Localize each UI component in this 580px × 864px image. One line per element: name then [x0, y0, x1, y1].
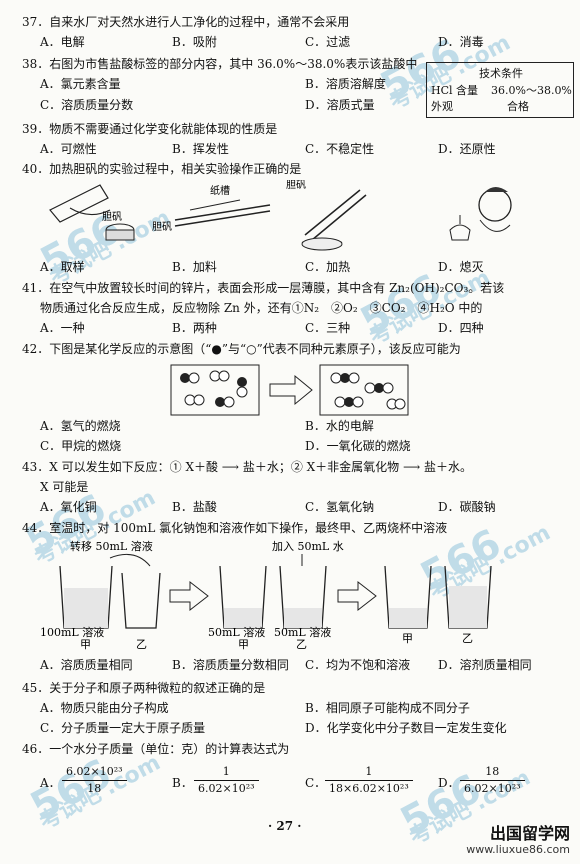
q40-option-c[interactable]: C．加热: [305, 260, 351, 274]
question-38-stem: 38．右图为市售盐酸标签的部分内容，其中 36.0%～38.0%表示该盐酸中: [22, 57, 418, 71]
q39-option-c[interactable]: C．不稳定性: [305, 142, 375, 156]
beaker5-yi: 乙: [462, 632, 473, 645]
add-water-label: 加入 50mL 水: [272, 540, 344, 553]
q40-apparatus-figures: 胆矾 纸槽 胆矾 胆矾: [49, 180, 512, 251]
beaker4-jia: 甲: [402, 632, 413, 645]
q44-option-a[interactable]: A．溶质质量相同: [40, 658, 133, 672]
beaker2-jia: 甲: [238, 638, 249, 650]
question-42-stem: 42．下图是某化学反应的示意图（“●”与“○”代表不同种元素原子），该反应可能为: [22, 342, 461, 356]
q44-option-c[interactable]: C．均为不饱和溶液: [305, 658, 411, 672]
q38-option-d[interactable]: D．溶质式量: [305, 98, 375, 112]
q39-option-b[interactable]: B．挥发性: [172, 142, 229, 156]
q44-beaker-diagram: 转移 50mL 溶液 加入 50mL 水 100mL 溶液 甲 乙 50mL 溶…: [40, 539, 492, 650]
question-45-stem: 45．关于分子和原子两种微粒的叙述正确的是: [22, 681, 266, 695]
q38-option-a[interactable]: A．氯元素含量: [40, 77, 121, 91]
spec-row1-label: HCl 含量: [431, 84, 479, 97]
figure-a-label: 胆矾: [102, 211, 122, 223]
beaker1-yi: 乙: [136, 638, 147, 650]
q42-reaction-diagram: [170, 364, 409, 416]
q39-option-a[interactable]: A．可燃性: [40, 142, 97, 156]
q43-option-c[interactable]: C．氢氧化钠: [305, 500, 375, 514]
page-number: · 27 ·: [268, 819, 302, 833]
figure-b-alum-label: 胆矾: [152, 221, 172, 233]
question-41-stem-line1: 41．在空气中放置较长时间的锌片，表面会形成一层薄膜，其中含有 Zn₂(OH)₂…: [22, 281, 505, 295]
q45-option-b[interactable]: B．相同原子可能构成不同分子: [305, 701, 470, 715]
q46-option-a[interactable]: A．: [40, 776, 61, 790]
q45-option-d[interactable]: D．化学变化中分子数目一定发生变化: [305, 721, 507, 735]
spec-row1-value: 36.0%～38.0%: [491, 84, 572, 97]
q40-option-b[interactable]: B．加料: [172, 260, 217, 274]
q42-option-c[interactable]: C．甲烷的燃烧: [40, 439, 122, 453]
q46-option-c[interactable]: C．: [305, 776, 327, 790]
question-46-stem: 46．一个水分子质量（单位：克）的计算表达式为: [22, 742, 290, 756]
q44-option-d[interactable]: D．溶剂质量相同: [438, 658, 532, 672]
q37-option-d[interactable]: D．消毒: [438, 35, 484, 49]
question-43-stem-line1: 43．X 可以发生如下反应：① X＋酸 ⟶ 盐＋水；② X＋非金属氧化物 ⟶ 盐…: [22, 460, 473, 474]
q42-option-b[interactable]: B．水的电解: [305, 419, 374, 433]
question-39-stem: 39．物质不需要通过化学变化就能体现的性质是: [22, 122, 278, 136]
figure-b-paper-label: 纸槽: [210, 184, 230, 197]
q42-option-a[interactable]: A．氢气的燃烧: [40, 419, 121, 433]
q43-option-d[interactable]: D．碳酸钠: [438, 500, 496, 514]
question-44-stem: 44．室温时，对 100mL 氯化钠饱和溶液作如下操作，最终甲、乙两烧杯中溶液: [22, 521, 448, 535]
q41-option-c[interactable]: C．三种: [305, 321, 351, 335]
q37-option-b[interactable]: B．吸附: [172, 35, 217, 49]
q42-option-d[interactable]: D．一氧化碳的燃烧: [305, 439, 411, 453]
q41-option-a[interactable]: A．一种: [40, 321, 85, 335]
figure-a-sampling: 胆矾: [49, 184, 135, 241]
figure-b-adding: 纸槽 胆矾: [152, 184, 271, 233]
beaker1-label: 100mL 溶液: [40, 625, 104, 639]
q40-option-d[interactable]: D．熄灭: [438, 260, 484, 274]
q44-option-b[interactable]: B．溶质质量分数相同: [172, 658, 289, 672]
figure-c-heating: 胆矾: [286, 180, 367, 251]
spec-row2-label: 外观: [431, 100, 453, 113]
q37-option-a[interactable]: A．电解: [40, 35, 85, 49]
q38-option-c[interactable]: C．溶质质量分数: [40, 98, 134, 112]
q45-option-c[interactable]: C．分子质量一定大于原子质量: [40, 721, 206, 735]
q39-option-d[interactable]: D．还原性: [438, 142, 496, 156]
q40-option-a[interactable]: A．取样: [40, 260, 85, 274]
figure-c-label: 胆矾: [286, 180, 306, 191]
q38-option-b[interactable]: B．溶质溶解度: [305, 77, 386, 91]
question-41-stem-line2: 物质通过化合反应生成，反应物除 Zn 外，还有①N₂ ②O₂ ③CO₂ ④H₂O…: [40, 301, 483, 315]
q41-option-d[interactable]: D．四种: [438, 321, 484, 335]
q37-option-c[interactable]: C．过滤: [305, 35, 351, 49]
site-name: 出国留学网: [489, 824, 570, 843]
q45-option-a[interactable]: A．物质只能由分子构成: [40, 701, 169, 715]
site-url: www.liuxue86.com: [466, 843, 570, 856]
hcl-label-box: 技术条件 HCl 含量 36.0%～38.0% 外观 合格: [426, 62, 574, 118]
q46-option-b[interactable]: B．: [172, 776, 193, 790]
question-37-stem: 37．自来水厂对天然水进行人工净化的过程中，通常不会采用: [22, 15, 350, 29]
transfer-label: 转移 50mL 溶液: [70, 539, 153, 553]
spec-title: 技术条件: [479, 67, 523, 80]
beaker3-label: 50mL 溶液: [274, 625, 331, 639]
spec-row2-value: 合格: [507, 100, 529, 113]
site-logo[interactable]: 出国留学网 www.liuxue86.com: [466, 826, 570, 858]
q46-option-d[interactable]: D．: [438, 776, 460, 790]
q41-option-b[interactable]: B．两种: [172, 321, 217, 335]
beaker2-label: 50mL 溶液: [208, 625, 265, 639]
beaker1-jia: 甲: [80, 638, 91, 650]
figure-d-extinguish: [449, 187, 512, 241]
q43-option-a[interactable]: A．氧化铜: [40, 500, 97, 514]
q43-option-b[interactable]: B．盐酸: [172, 500, 217, 514]
beaker3-yi: 乙: [296, 638, 307, 650]
question-40-stem: 40．加热胆矾的实验过程中，相关实验操作正确的是: [22, 162, 302, 176]
question-43-stem-line2: X 可能是: [40, 480, 89, 494]
